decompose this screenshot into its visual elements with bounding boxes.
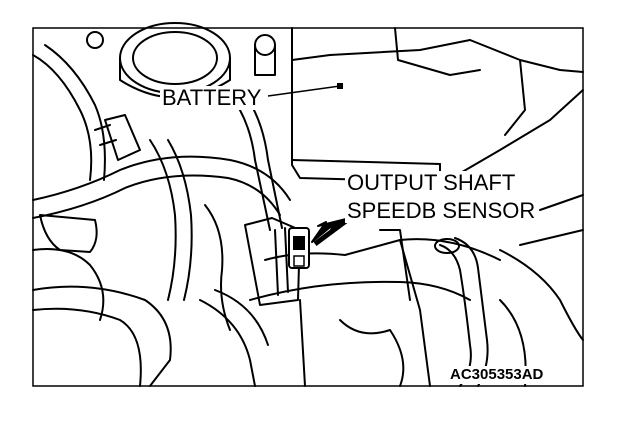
hoses-left — [32, 44, 291, 331]
battery-leader-line — [267, 85, 341, 97]
transmission-housing — [244, 217, 501, 387]
lower-left-component — [32, 285, 269, 387]
reservoir-cap — [86, 22, 276, 99]
output-shaft-speed-sensor — [288, 227, 310, 269]
battery-label: BATTERY — [160, 85, 264, 110]
figure-frame — [32, 27, 584, 387]
battery-body — [291, 27, 584, 183]
hose-right — [434, 194, 584, 387]
figure-code: AC305353AD — [448, 366, 546, 384]
sensor-label-line1: OUTPUT SHAFT — [345, 170, 518, 195]
sensor-arrow-shaft — [313, 215, 352, 247]
battery-leader-dot — [337, 83, 343, 89]
sensor-label-line2: SPEEDB SENSOR — [345, 198, 538, 223]
